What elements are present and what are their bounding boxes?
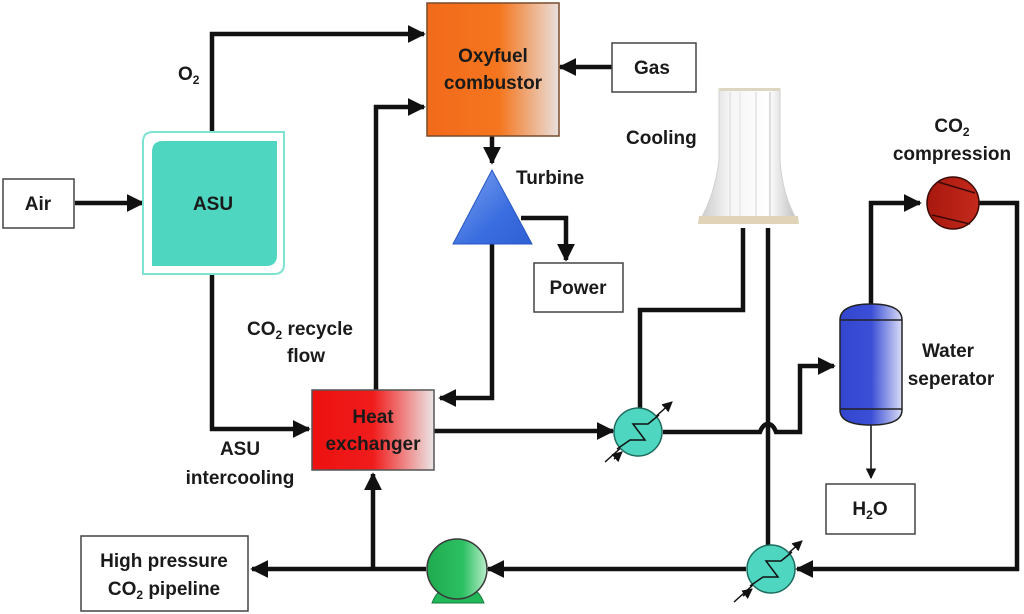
pump <box>426 538 488 604</box>
water-separator-label-line2: seperator <box>908 369 995 390</box>
asu-intercooling-label-line2: intercooling <box>186 468 295 489</box>
turbine-label: Turbine <box>516 168 584 189</box>
flow-lines <box>75 25 1020 578</box>
pipeline-node: High pressure CO2 pipeline <box>80 535 249 612</box>
power-node: Power <box>533 262 624 313</box>
pipeline-label-line1: High pressure <box>100 551 228 572</box>
heat-exchanger-cooler-icon <box>746 544 796 594</box>
cooler-1 <box>604 401 673 463</box>
heat-exchanger-cooler-icon <box>613 407 663 457</box>
flow-cooler-to-tower <box>637 228 746 410</box>
flow-co2-recycle-to-combustor <box>373 98 426 390</box>
asu-intercooling-label-line1: ASU <box>220 439 260 460</box>
gas-label: Gas <box>634 58 670 79</box>
separator-vessel-icon <box>839 303 903 426</box>
water-separator: Water seperator <box>839 303 995 426</box>
compressor-icon <box>926 176 980 230</box>
turbine-icon <box>452 168 533 245</box>
flow-turbine-to-power <box>521 215 575 262</box>
air-node: Air <box>2 178 75 229</box>
co2-compression-label-line2: compression <box>893 144 1011 165</box>
asu-unit: ASU <box>142 131 285 275</box>
cooling-label: Cooling <box>626 128 697 149</box>
air-label: Air <box>25 194 52 215</box>
flow-o2-to-combustor <box>209 25 426 132</box>
oxyfuel-combustor: Oxyfuel combustor <box>426 2 560 137</box>
heat-exchanger-label-line1: Heat <box>352 407 394 428</box>
asu-label: ASU <box>193 194 233 215</box>
co2-recycle-label-line2: flow <box>287 346 325 367</box>
cooler-2 <box>733 540 803 603</box>
combustor-label-line1: Oxyfuel <box>458 46 528 67</box>
gas-node: Gas <box>611 42 697 93</box>
flow-separator-to-compressor <box>868 194 922 305</box>
water-separator-label-line1: Water <box>922 341 975 362</box>
pipeline-label-line2: CO2 pipeline <box>108 579 220 602</box>
turbine: Turbine <box>452 168 584 245</box>
power-label: Power <box>549 278 607 299</box>
o2-label: O2 <box>178 64 200 87</box>
co2-compressor: CO2 compression <box>893 116 1011 230</box>
cooling-tower-icon <box>698 88 799 223</box>
flow-cooler-to-separator <box>663 357 836 435</box>
flow-asu-intercooling <box>209 272 311 438</box>
flow-compressor-to-cooler2 <box>795 200 1020 578</box>
h2o-node: H2O <box>825 483 916 535</box>
co2-compression-label-line1: CO2 <box>934 116 970 139</box>
h2o-label: H2O <box>852 499 887 522</box>
co2-recycle-label-line1: CO2 recycle <box>247 319 353 342</box>
combustor-label-line2: combustor <box>444 73 543 94</box>
pump-icon <box>426 538 488 600</box>
cooling-tower: Cooling <box>626 88 799 224</box>
heat-exchanger: Heat exchanger <box>311 389 435 471</box>
flow-turbine-to-heat-exchanger <box>438 244 495 407</box>
heat-exchanger-label-line2: exchanger <box>325 434 421 455</box>
